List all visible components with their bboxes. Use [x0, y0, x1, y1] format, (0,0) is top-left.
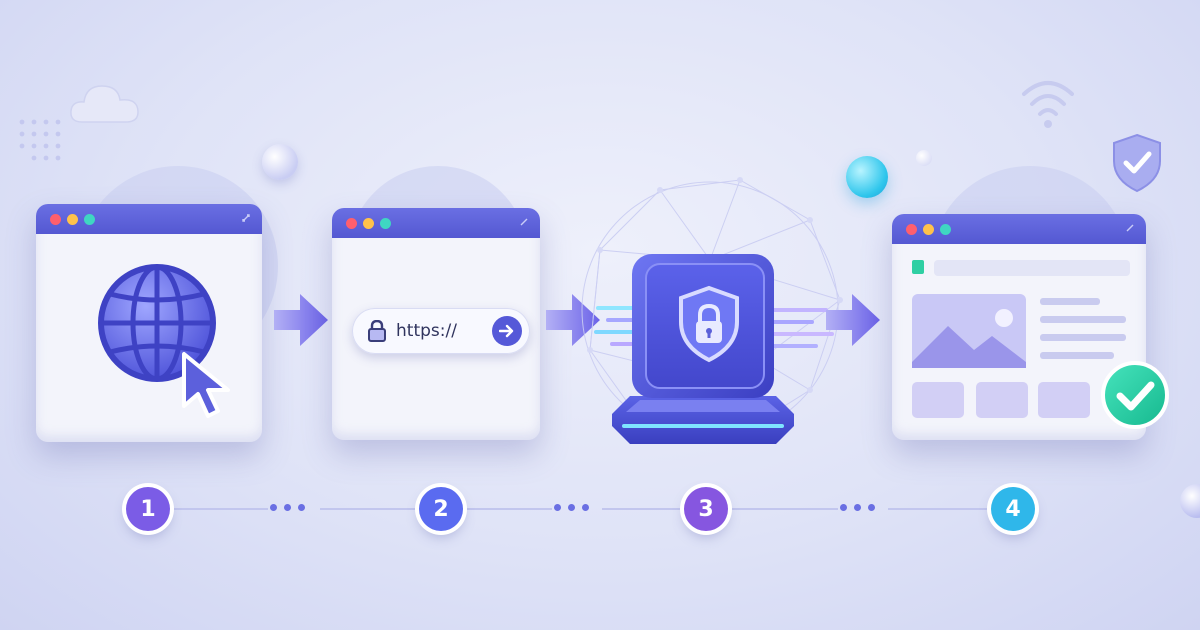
page-content-mock: [912, 258, 1132, 422]
data-stream-out: [766, 300, 836, 356]
timeline-dots: [840, 504, 875, 511]
timeline-rail: [888, 508, 990, 510]
resize-icon: [520, 218, 528, 226]
timeline-rail: [172, 508, 268, 510]
timeline-rail: [730, 508, 838, 510]
close-dot: [346, 217, 357, 229]
timeline-dots: [554, 504, 589, 511]
minimize-dot: [923, 223, 934, 235]
timeline-rail: [464, 508, 552, 510]
decorative-sphere: [262, 144, 298, 180]
shield-lock-icon: [676, 284, 742, 364]
cursor-icon: [180, 350, 238, 420]
arrow-right-icon: [544, 290, 602, 350]
wifi-icon: [1018, 74, 1078, 130]
dot-grid-decoration: [18, 118, 68, 168]
lock-icon: [368, 320, 386, 342]
minimize-dot: [67, 213, 78, 225]
step-badge-4: 4: [991, 487, 1035, 531]
url-text: https://: [396, 321, 457, 341]
maximize-dot: [84, 213, 95, 225]
close-dot: [50, 213, 61, 225]
decorative-sphere-small: [916, 150, 932, 166]
maximize-dot: [940, 223, 951, 235]
step-badge-2: 2: [419, 487, 463, 531]
window-title-bar: [892, 214, 1146, 244]
timeline-dots: [270, 504, 305, 511]
url-address-bar[interactable]: https://: [352, 308, 530, 354]
window-title-bar: [332, 208, 540, 238]
step-badge-1: 1: [126, 487, 170, 531]
timeline-rail: [602, 508, 682, 510]
arrow-right-icon: [824, 290, 882, 350]
arrow-right-icon: [272, 290, 330, 350]
window-title-bar: [36, 204, 262, 234]
step-badge-3: 3: [684, 487, 728, 531]
maximize-dot: [380, 217, 391, 229]
decorative-sphere-edge: [1180, 484, 1200, 518]
go-button[interactable]: [492, 316, 522, 346]
timeline-rail: [320, 508, 418, 510]
lock-icon: [912, 260, 924, 274]
globe-icon: [96, 262, 218, 384]
shield-check-icon: [1110, 132, 1164, 194]
check-icon: [1100, 360, 1170, 430]
resize-icon: [242, 214, 250, 222]
resize-icon: [1126, 224, 1134, 232]
close-dot: [906, 223, 917, 235]
decorative-sphere-cyan: [846, 156, 888, 198]
minimize-dot: [363, 217, 374, 229]
server-platform: [610, 386, 796, 452]
arrow-right-icon: [499, 324, 514, 338]
cloud-icon: [68, 78, 142, 126]
